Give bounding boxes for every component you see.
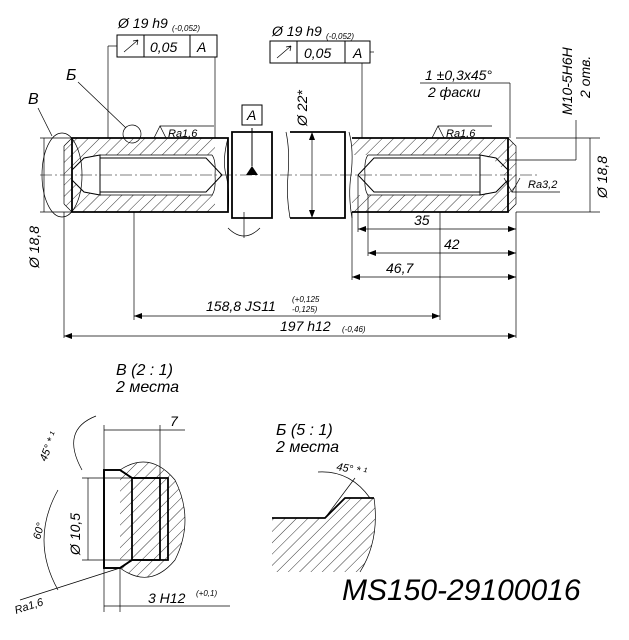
drawing-number: MS150-29100016 [342, 574, 581, 607]
tf-right-size: Ø 19 h9 [271, 23, 322, 39]
detail-b: В (2 : 1) 2 места 7 45° * ¹ 60° Ø 10,5 R… [13, 362, 230, 617]
dim-42: 42 [444, 236, 460, 252]
left-section-hatch [64, 138, 215, 212]
detail-be: Б (5 : 1) 2 места 45° * ¹ [272, 422, 376, 573]
runout-arrow-icon [123, 39, 139, 53]
chamfer-note-1: 1 ±0,3x45° [425, 67, 492, 83]
ra16-left: Ra1,6 [168, 128, 198, 140]
datum-a-label: A [246, 107, 256, 123]
detail-b-dim7: 7 [170, 413, 179, 429]
detail-be-title: Б (5 : 1) [276, 422, 333, 439]
dia188-left: Ø 18,8 [26, 226, 42, 269]
tf-left-datum: A [196, 39, 206, 55]
detail-b-title: В (2 : 1) [116, 362, 173, 379]
dim-35: 35 [414, 212, 430, 228]
linear-dimensions: 35 42 46,7 158,8 JS11 (+0,125 -0,125) 19… [63, 175, 517, 339]
detail-b-dim3-tol: (+0,1) [196, 589, 217, 598]
dim-197: 197 h12 [280, 318, 331, 334]
right-section-hatch [352, 138, 516, 212]
left-hole-thread [100, 157, 223, 193]
dia188-right: Ø 18,8 [594, 156, 610, 199]
left-hole-entry [71, 154, 101, 196]
view-be-label: Б [66, 67, 76, 84]
detail-b-subtitle: 2 места [115, 379, 179, 396]
dim-158-8-tol-dn: -0,125) [292, 305, 318, 314]
tolerance-frame-left: Ø 19 h9 (-0,052) 0,05 A [107, 15, 218, 138]
thread-note-2: 2 отв. [577, 56, 593, 99]
right-hole-entry [479, 154, 509, 196]
detail-b-dim3: 3 H12 [148, 590, 186, 606]
detail-be-hatch [272, 498, 376, 572]
dim-158-8: 158,8 JS11 [206, 298, 276, 314]
view-b-label: В [28, 91, 39, 108]
tf-right-value: 0,05 [304, 45, 331, 61]
detail-b-ellipse [41, 132, 83, 218]
detail-b-ra16: Ra1,6 [13, 596, 45, 617]
ra16-right: Ra1,6 [446, 128, 476, 140]
tf-left-tol: (-0,052) [172, 24, 200, 33]
detail-b-dia: Ø 10,5 [67, 513, 83, 556]
middle-collar [231, 131, 273, 219]
tf-left-size: Ø 19 h9 [117, 15, 168, 31]
collar-right [290, 131, 346, 219]
dia22-label: Ø 22* [294, 90, 310, 127]
dim-46-7: 46,7 [386, 260, 414, 276]
detail-be-angle45: 45° * ¹ [335, 461, 368, 478]
tf-right-tol: (-0,052) [326, 32, 354, 41]
tf-left-value: 0,05 [150, 39, 177, 55]
datum-triangle [246, 166, 258, 175]
detail-b-hatch [119, 461, 186, 578]
chamfer-note-2: 2 фаски [427, 84, 481, 100]
datum-a-box [241, 104, 263, 126]
main-view: A Б В Ra1,6 Ra1,6 Ra3,2 Ø 22* [28, 67, 560, 238]
detail-be-circle [122, 124, 142, 144]
tf-right-datum: A [352, 45, 362, 61]
ra32: Ra3,2 [528, 179, 557, 191]
detail-b-angle60: 60° [31, 521, 47, 541]
detail-be-subtitle: 2 места [275, 439, 339, 456]
tolerance-frame-right: Ø 19 h9 (-0,052) 0,05 A [269, 23, 374, 138]
dim-197-tol: (-0,46) [342, 325, 366, 334]
runout-arrow-icon [276, 45, 292, 59]
detail-b-angle45: 45° * ¹ [38, 430, 61, 463]
thread-note-1: M10-5H6H [559, 46, 575, 115]
dim-158-8-tol-up: (+0,125 [292, 295, 320, 304]
